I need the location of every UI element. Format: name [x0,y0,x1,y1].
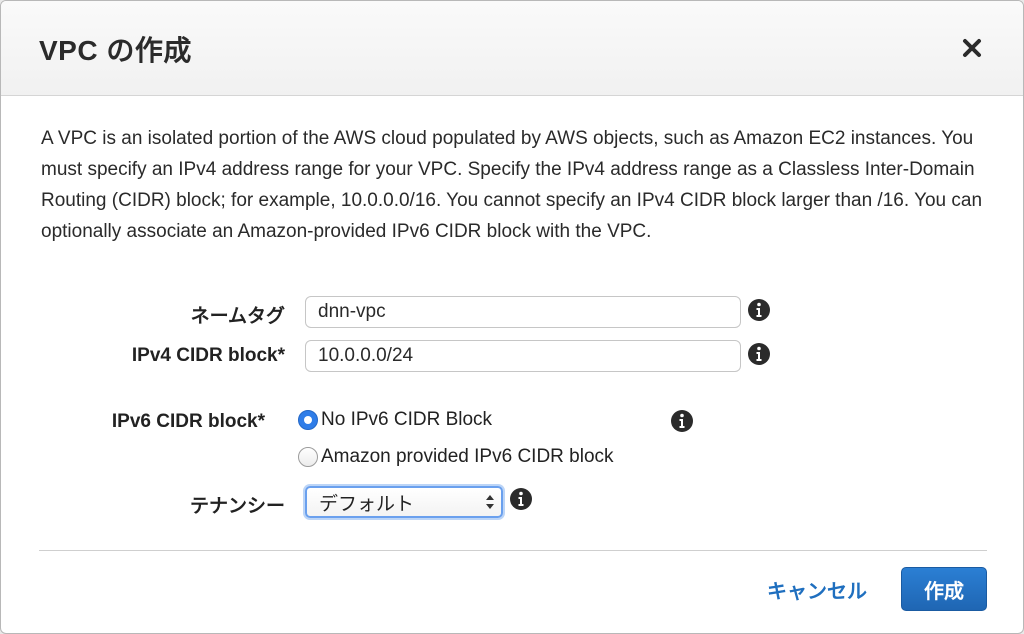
radio-label: No IPv6 CIDR Block [321,409,493,430]
dialog-header: VPC の作成 [1,1,1023,96]
cancel-button[interactable]: キャンセル [767,575,867,603]
info-icon[interactable] [747,298,771,322]
tenancy-select[interactable]: デフォルト [305,486,503,518]
close-button[interactable] [959,35,985,61]
tenancy-label: テナンシー [189,496,285,517]
radio-button[interactable] [298,410,318,430]
footer-divider [39,550,987,551]
dialog-description: A VPC is an isolated portion of the AWS … [41,128,983,242]
ipv4-cidr-input[interactable] [305,340,741,372]
radio-amazon-ipv6[interactable]: Amazon provided IPv6 CIDR block [298,446,614,468]
radio-no-ipv6[interactable]: No IPv6 CIDR Block [298,409,492,431]
dialog-title: VPC の作成 [39,35,192,66]
info-icon[interactable] [509,487,533,511]
radio-button[interactable] [298,447,318,467]
name-tag-input[interactable] [305,296,741,328]
name-tag-label: ネームタグ [190,306,285,327]
radio-label: Amazon provided IPv6 CIDR block [321,446,614,467]
info-icon[interactable] [747,342,771,366]
select-arrows-icon [486,495,494,509]
create-button[interactable]: 作成 [901,567,987,611]
info-icon[interactable] [670,409,694,433]
ipv4-cidr-label: IPv4 CIDR block* [131,345,285,366]
close-icon [963,39,981,57]
tenancy-selected-value: デフォルト [319,493,415,515]
ipv6-cidr-label: IPv6 CIDR block* [111,411,265,432]
